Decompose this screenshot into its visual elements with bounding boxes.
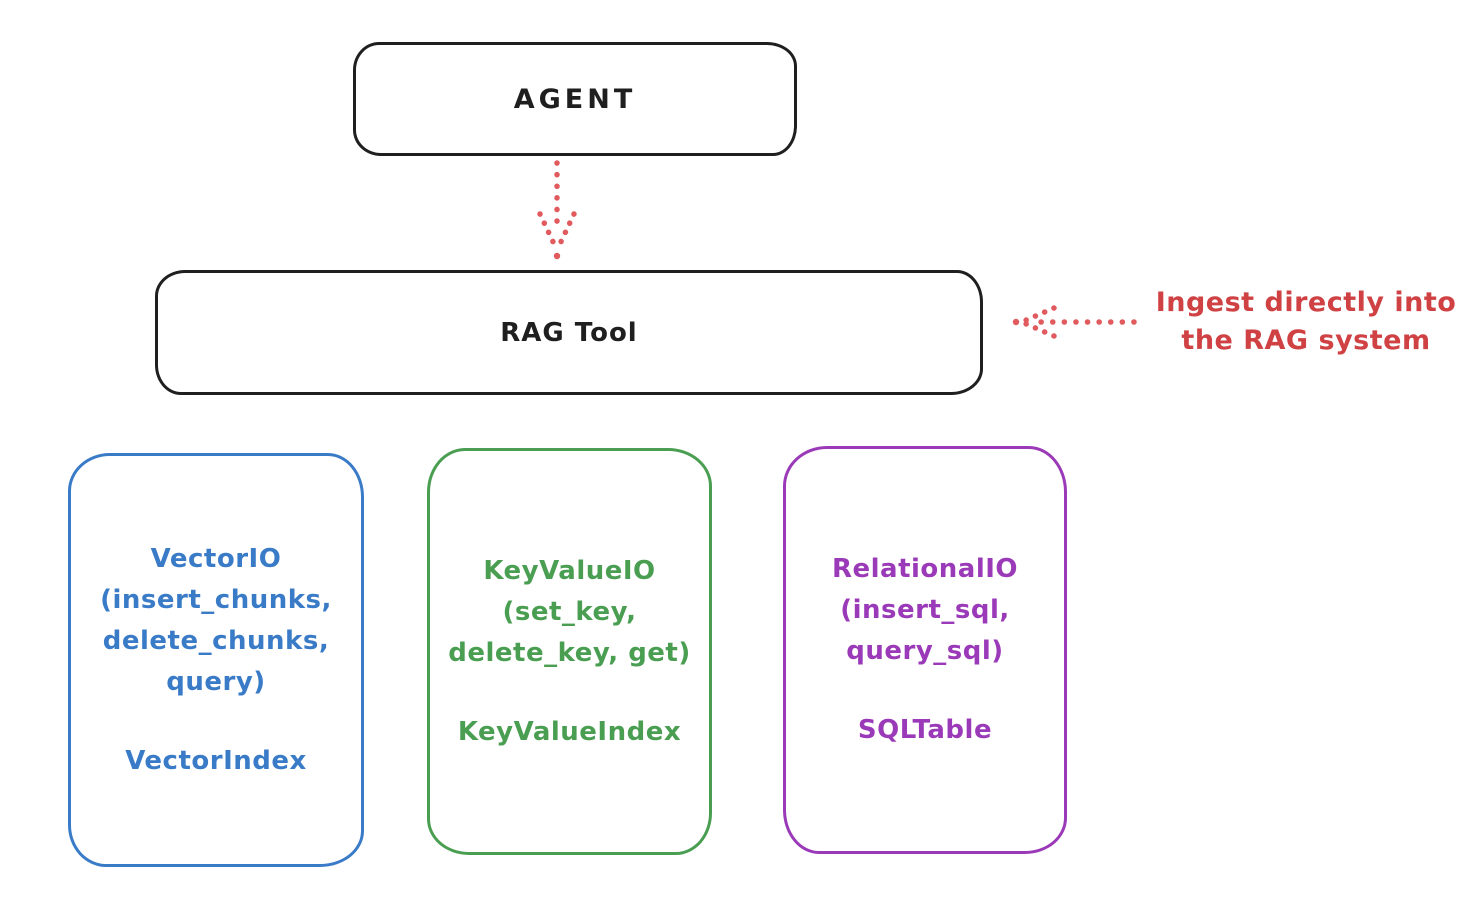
- rag-tool-node[interactable]: RAG Tool: [155, 270, 983, 395]
- ingest-annotation: Ingest directly into the RAG system: [1138, 284, 1474, 360]
- rag-tool-label: RAG Tool: [500, 317, 638, 348]
- annotation-line-2: the RAG system: [1181, 325, 1431, 356]
- vector-io-methods-line-2: delete_chunks,: [102, 625, 330, 656]
- vector-index-label: VectorIndex: [125, 745, 307, 776]
- arrowhead-right-stroke: [556, 211, 577, 249]
- key-value-index-label: KeyValueIndex: [457, 716, 682, 747]
- arrowhead-bottom-stroke: [1021, 320, 1057, 339]
- key-value-io-title: KeyValueIO: [483, 555, 656, 586]
- arrowhead-tip-dot: [553, 252, 561, 260]
- agent-label: AGENT: [513, 83, 637, 115]
- vector-io-lines: VectorIO (insert_chunks, delete_chunks, …: [100, 539, 332, 703]
- relational-io-methods-line-2: query_sql): [846, 636, 1004, 666]
- vector-io-title: VectorIO: [150, 543, 282, 574]
- vector-io-methods-line-1: (insert_chunks,: [100, 584, 332, 615]
- annotation-line-1: Ingest directly into: [1155, 287, 1457, 318]
- agent-node[interactable]: AGENT: [353, 42, 797, 156]
- relational-io-node[interactable]: RelationalIO (insert_sql, query_sql) SQL…: [783, 446, 1067, 854]
- relational-io-methods-line-1: (insert_sql,: [840, 595, 1010, 625]
- key-value-io-node[interactable]: KeyValueIO (set_key, delete_key, get) Ke…: [427, 448, 712, 855]
- vector-io-node[interactable]: VectorIO (insert_chunks, delete_chunks, …: [68, 453, 364, 867]
- relational-io-title: RelationalIO: [831, 554, 1019, 584]
- key-value-io-lines: KeyValueIO (set_key, delete_key, get): [448, 551, 691, 674]
- arrowhead-left-stroke: [537, 211, 558, 249]
- relational-io-lines: RelationalIO (insert_sql, query_sql): [832, 549, 1018, 672]
- agent-to-ragtool-arrow[interactable]: [527, 156, 587, 268]
- ingest-annotation-arrow[interactable]: [1006, 300, 1142, 344]
- arrowhead-tip-dot: [1012, 318, 1020, 326]
- vector-io-methods-line-3: query): [166, 666, 266, 697]
- sql-table-label: SQLTable: [857, 715, 993, 745]
- key-value-io-methods-line-2: delete_key, get): [448, 637, 691, 668]
- key-value-io-methods-line-1: (set_key,: [502, 596, 637, 627]
- arrowhead-top-stroke: [1021, 305, 1057, 324]
